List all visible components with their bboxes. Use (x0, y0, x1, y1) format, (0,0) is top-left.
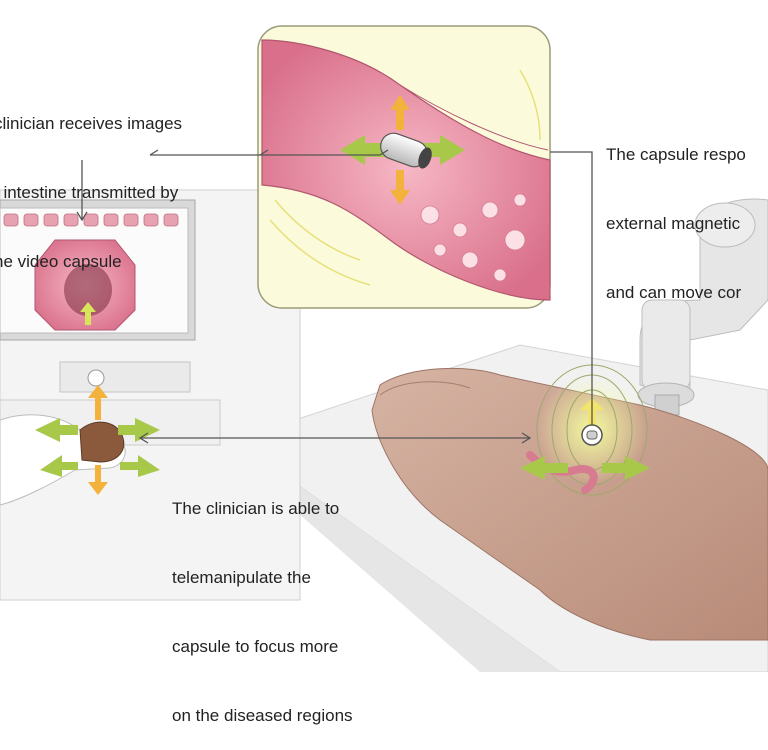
telemanipulate-line-4: on the diseased regions (172, 706, 353, 725)
capsule-responds-label: The capsule respo external magnetic and … (606, 97, 746, 327)
telemanipulate-line-3: capsule to focus more (172, 637, 339, 656)
magnet-field-icon (520, 364, 650, 496)
robot-arm-icon (637, 198, 768, 416)
thumbnail-strip (3, 213, 179, 227)
capsule-responds-line-2: external magnetic (606, 214, 741, 233)
capsule-responds-line-1: The capsule respo (606, 145, 746, 164)
diagram-scene (0, 25, 768, 672)
hand-icon (0, 385, 160, 506)
clinician-receives-line-1: clinician receives images (0, 114, 183, 133)
intestine-inset (257, 25, 551, 309)
patient-body (371, 367, 768, 641)
clinician-receives-label: clinician receives images f intestine tr… (0, 66, 182, 296)
capsule-responds-line-3: and can move cor (606, 283, 742, 302)
telemanipulate-line-1: The clinician is able to (172, 499, 340, 518)
clinician-receives-line-2: f intestine transmitted by (0, 183, 179, 202)
telemanipulate-line-2: telemanipulate the (172, 568, 311, 587)
clinician-receives-line-3: he video capsule (0, 252, 122, 271)
capsule-icon (380, 132, 432, 169)
telemanipulate-label: The clinician is able to telemanipulate … (172, 451, 353, 750)
connector-lines (76, 149, 593, 444)
monitor-icon (0, 189, 301, 601)
